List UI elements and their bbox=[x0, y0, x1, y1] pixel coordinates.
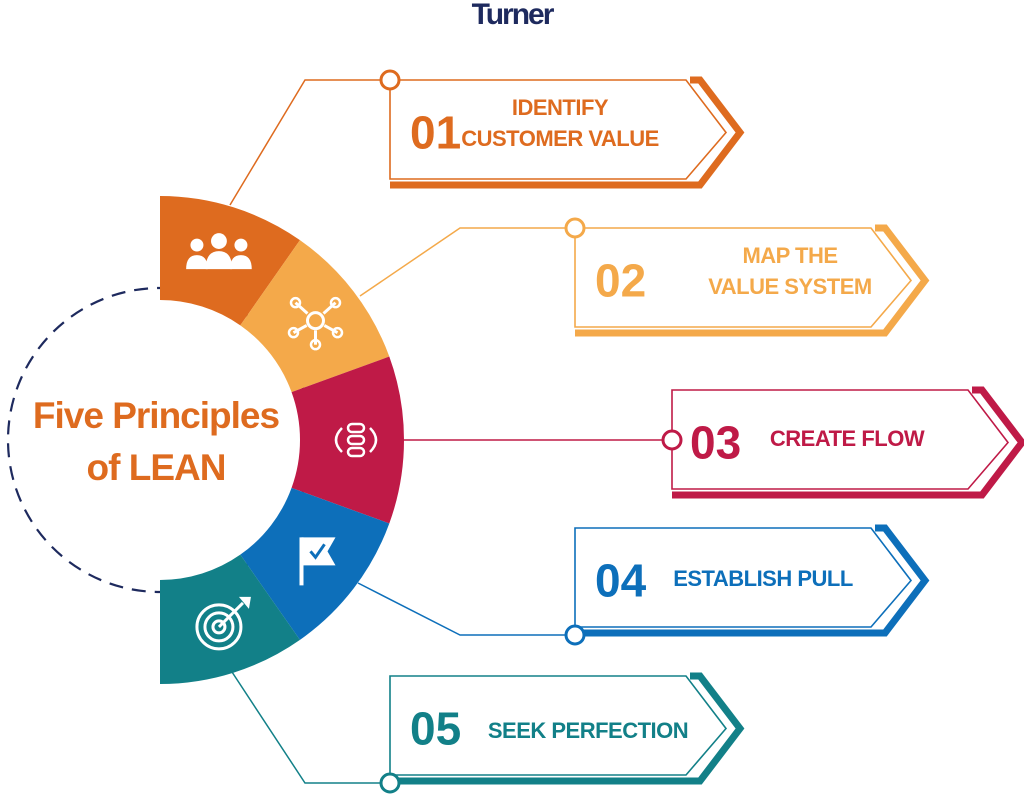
people-group-icon bbox=[186, 233, 252, 270]
card-outline bbox=[389, 79, 728, 180]
connector-line-02 bbox=[359, 227, 575, 297]
center-title-line2: of LEAN bbox=[87, 447, 226, 488]
flag-check-icon bbox=[299, 537, 336, 586]
principle-label: CREATE FLOW bbox=[770, 426, 925, 451]
card-outline bbox=[574, 227, 913, 328]
principle-number: 05 bbox=[410, 703, 461, 755]
connector-knob bbox=[564, 217, 586, 239]
card-outline bbox=[574, 527, 913, 628]
principles-ring bbox=[160, 196, 405, 684]
card-arrow-edge bbox=[390, 672, 745, 785]
principle-label: VALUE SYSTEM bbox=[708, 274, 872, 299]
principle-label: IDENTIFY bbox=[512, 95, 609, 120]
principle-label: SEEK PERFECTION bbox=[488, 718, 688, 743]
principle-number: 02 bbox=[595, 255, 646, 307]
ring-segment-02 bbox=[240, 240, 390, 393]
connector-knob bbox=[564, 624, 586, 646]
connector-lines bbox=[229, 79, 672, 784]
principle-number: 01 bbox=[410, 107, 461, 159]
principle-card-05: 05 SEEK PERFECTION bbox=[379, 672, 745, 794]
principle-card-02: 02 MAP THE VALUE SYSTEM bbox=[564, 217, 930, 337]
principle-card-04: 04 ESTABLISH PULL bbox=[564, 524, 930, 646]
card-arrow-edge bbox=[575, 524, 930, 637]
principle-number: 03 bbox=[690, 417, 741, 469]
connector-line-04 bbox=[357, 582, 575, 636]
principle-card-01: 01 IDENTIFY CUSTOMER VALUE bbox=[379, 69, 745, 189]
turner-logo: Turner bbox=[471, 0, 555, 31]
network-nodes-icon bbox=[287, 296, 344, 351]
connector-knob bbox=[379, 69, 401, 91]
card-arrow-edge bbox=[672, 386, 1024, 499]
card-arrow-edge bbox=[390, 76, 745, 189]
connector-line-01 bbox=[229, 79, 390, 206]
principle-label: CUSTOMER VALUE bbox=[461, 126, 659, 151]
process-flow-icon bbox=[334, 422, 378, 458]
card-outline bbox=[389, 675, 728, 776]
target-arrow-icon bbox=[195, 596, 251, 651]
principle-label: ESTABLISH PULL bbox=[673, 566, 853, 591]
card-outline bbox=[671, 389, 1010, 490]
card-arrow-edge bbox=[575, 224, 930, 337]
connector-knob bbox=[379, 772, 401, 794]
principle-card-03: 03 CREATE FLOW bbox=[661, 386, 1024, 499]
connector-line-05 bbox=[231, 671, 390, 784]
principle-label: MAP THE bbox=[742, 243, 837, 268]
principle-number: 04 bbox=[595, 555, 647, 607]
connector-knob bbox=[661, 429, 683, 451]
principle-cards: 01 IDENTIFY CUSTOMER VALUE 02 MAP THE VALUE S… bbox=[379, 69, 1024, 794]
center-title-line1: Five Principles bbox=[33, 395, 280, 436]
